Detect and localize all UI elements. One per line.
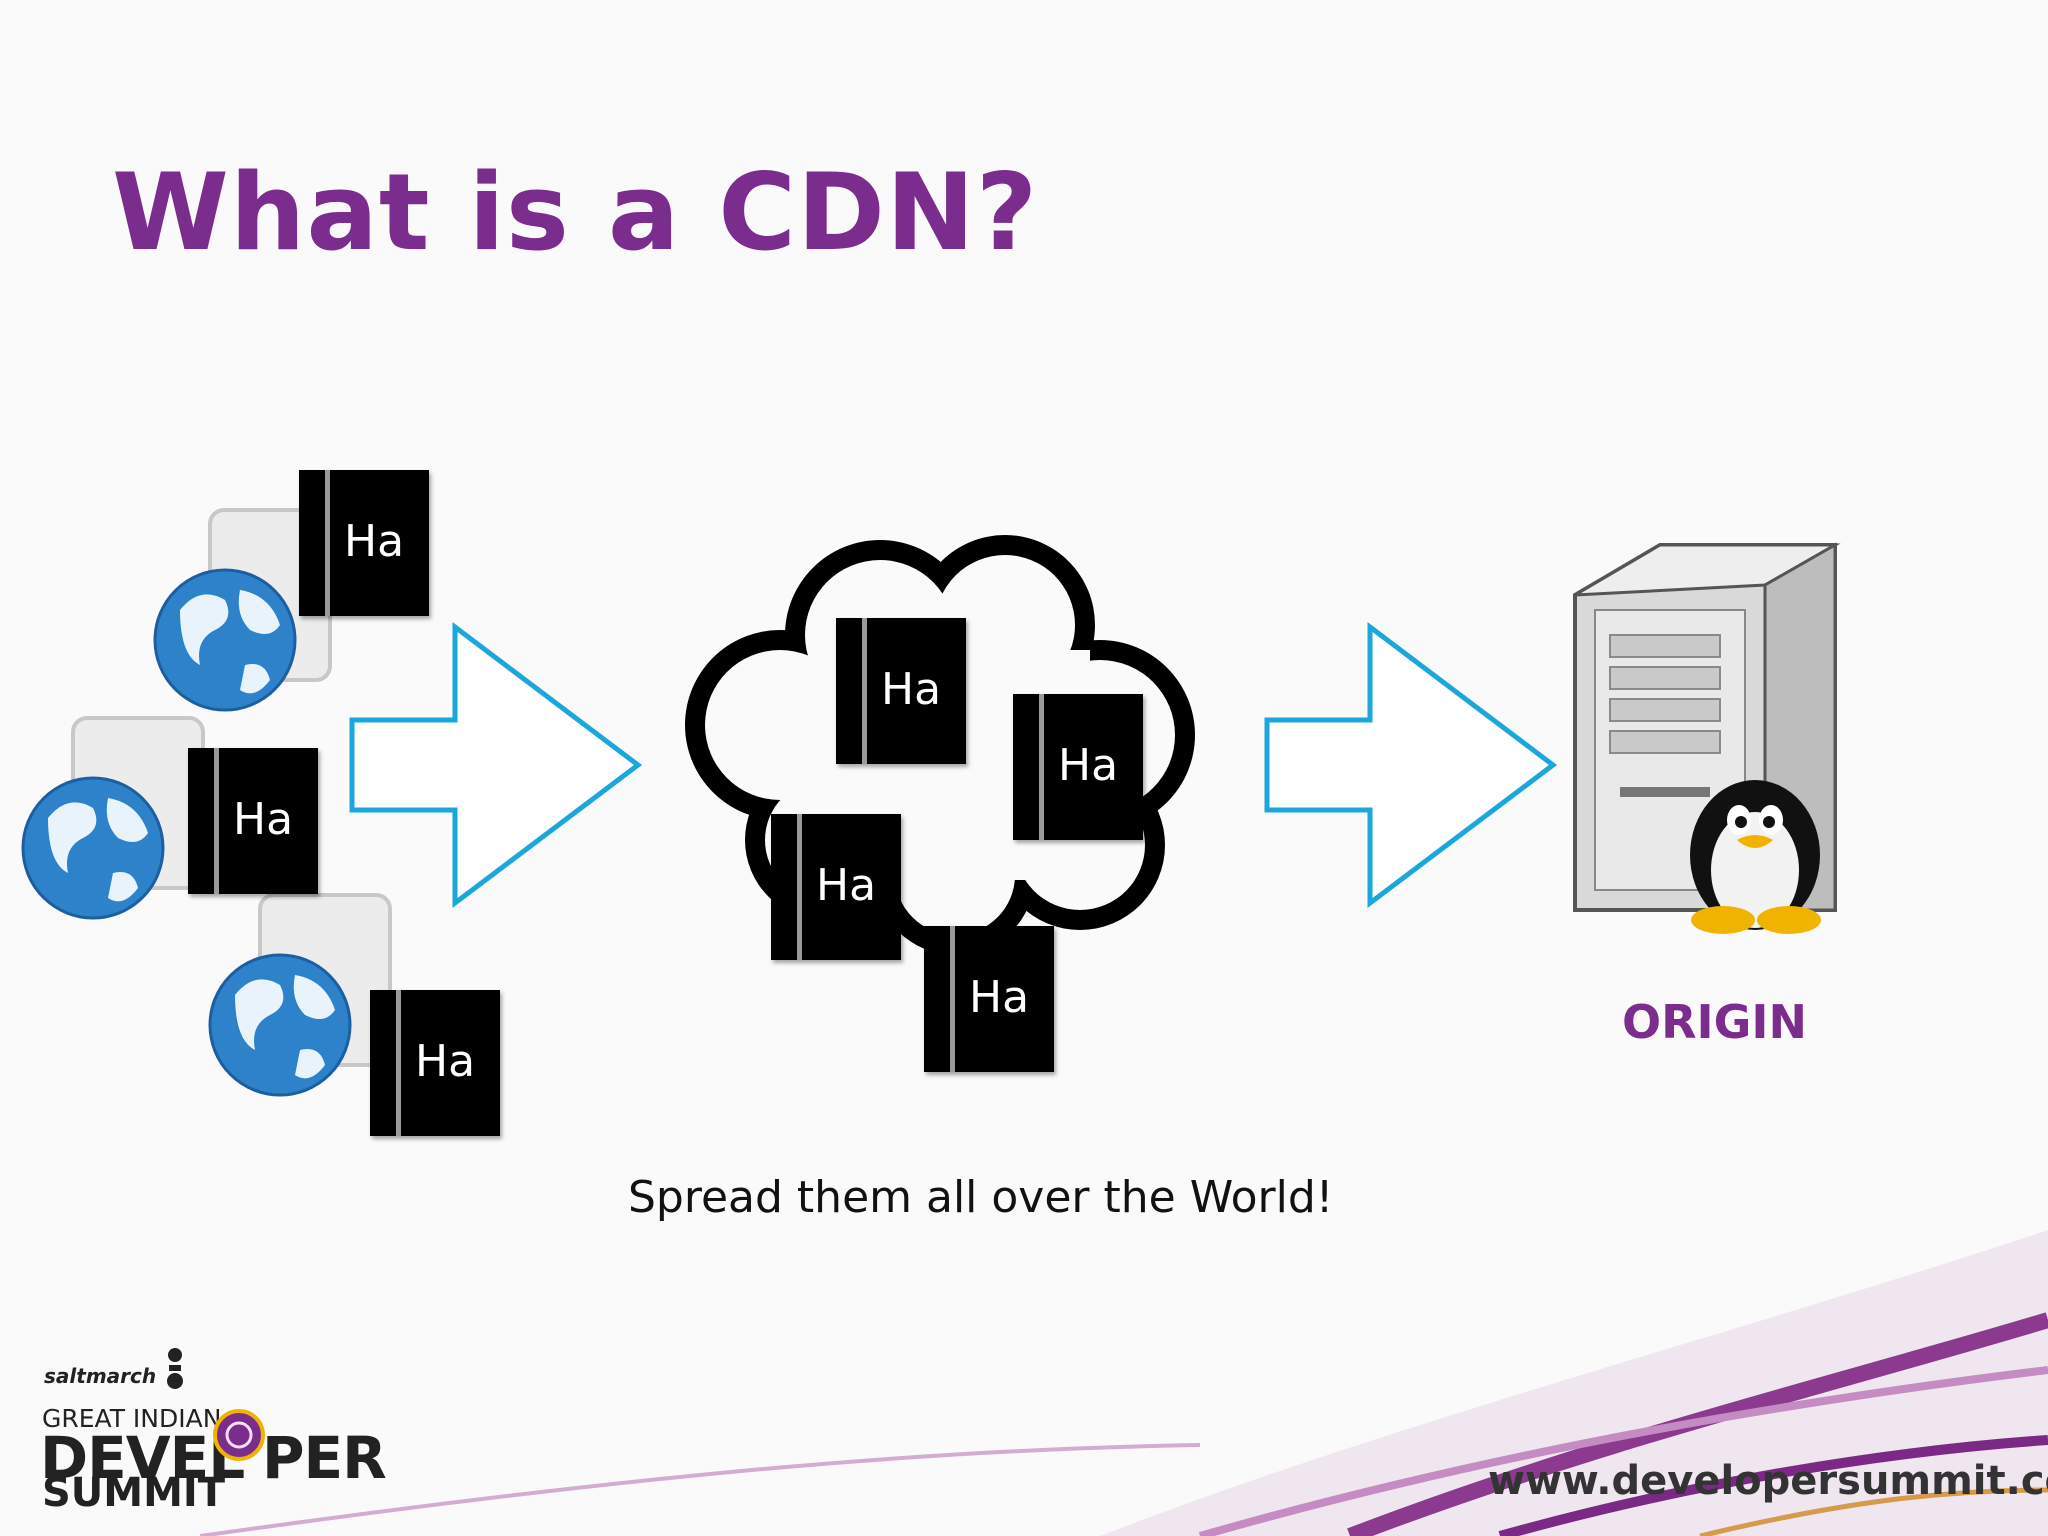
right-arrow-icon [1264,621,1558,909]
ha-block: Ha [771,814,901,960]
slide-title: What is a CDN? [112,151,1039,274]
right-arrow-icon [349,621,643,909]
ha-block: Ha [836,618,966,764]
ha-block: Ha [1013,694,1143,840]
ha-block: Ha [188,748,318,894]
ha-block: Ha [299,470,429,616]
globe-document-icon [208,893,392,1097]
event-logo-line3: SUMMIT [42,1470,226,1516]
globe-document-icon [21,716,205,920]
origin-label: ORIGIN [1622,995,1808,1049]
event-logo-line2b: PER [262,1424,387,1492]
event-logo-line1: GREAT INDIAN [42,1404,222,1433]
event-logo-o-icon [213,1409,265,1461]
site-url: www.developersummit.com [1488,1458,2048,1504]
tux-penguin-icon [1690,780,1821,934]
ha-block: Ha [924,926,1054,1072]
slide-caption: Spread them all over the World! [628,1172,1334,1223]
ha-block: Ha [370,990,500,1136]
publisher-logo-icon [167,1348,183,1389]
publisher-logo-text: saltmarch [44,1364,157,1388]
globe-document-icon [153,508,332,712]
event-logo-line2: DEVEL [40,1424,245,1492]
